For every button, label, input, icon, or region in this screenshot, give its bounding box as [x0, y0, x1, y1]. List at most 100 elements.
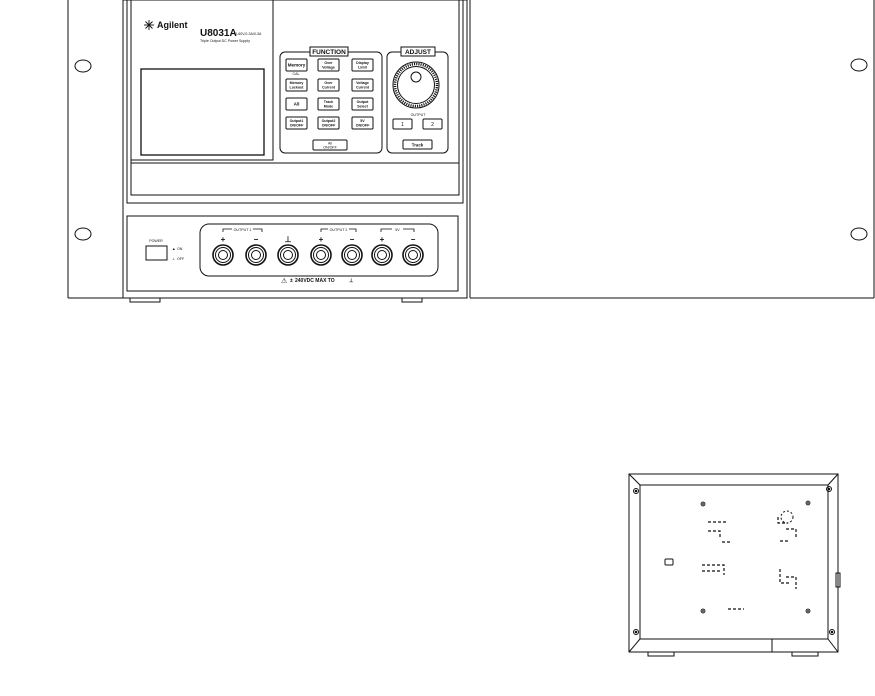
function-button-sublabel: ON/OFF [290, 124, 304, 128]
rear-foot [647, 651, 675, 657]
warning-voltage-prefix: ± [290, 278, 293, 284]
power-on-label: ON [177, 247, 183, 251]
binding-post[interactable]: + [310, 235, 332, 266]
function-button-label: Output2 [322, 119, 336, 123]
corner-screw-icon [633, 486, 835, 635]
output-rating: 0-60V,0-3A/0-3A [235, 32, 262, 36]
output-2-group-label: OUTPUT 2 [330, 228, 348, 232]
function-button-label: 5V [360, 119, 365, 123]
rear-connector-outlines [702, 517, 797, 610]
terminal-panel [126, 215, 459, 292]
function-button-sublabel: Current [356, 86, 370, 90]
function-button-sublabel: Lockout [290, 86, 305, 90]
rack-mount-hole [850, 227, 868, 241]
function-button-sublabel: Current [322, 86, 336, 90]
binding-post[interactable]: ⊥ [277, 235, 299, 266]
five-v-group-label: 5V [395, 228, 400, 232]
output-2-label: 2 [431, 122, 434, 128]
binding-post[interactable]: + [212, 235, 234, 266]
function-button-sublabel: ON/OFF [356, 124, 370, 128]
binding-post-polarity: − [350, 235, 355, 244]
power-off-label: OFF [177, 257, 185, 261]
lcd-display [140, 68, 265, 156]
power-on-marker: ▲ [172, 247, 176, 251]
function-button-label: Over [324, 81, 333, 85]
function-button-label: Display [356, 61, 369, 65]
function-button-label: Over [324, 61, 333, 65]
all-onoff-label: All [328, 142, 332, 146]
binding-post[interactable]: − [341, 235, 363, 266]
binding-post-polarity: − [254, 235, 259, 244]
function-button-label: Track [324, 100, 333, 104]
function-button[interactable]: A/I [285, 97, 308, 111]
output-2-button[interactable]: 2 [422, 118, 443, 130]
rack-mount-hole [74, 227, 92, 241]
rack-ear-left [67, 0, 126, 299]
inner-screw-icon [700, 500, 811, 614]
instrument-bezel [122, 0, 468, 299]
warning-icon: ⚠ [281, 277, 287, 285]
brand-name: Agilent [157, 20, 188, 30]
binding-post-polarity: + [319, 235, 324, 244]
rear-small-port [664, 558, 674, 566]
model-number: U8031A [200, 28, 237, 39]
track-button[interactable]: Track [402, 139, 433, 150]
output-1-button[interactable]: 1 [392, 118, 413, 130]
function-button-label: Memory [288, 63, 306, 68]
rear-panel-plate [639, 484, 829, 640]
rack-mount-hole [74, 59, 92, 73]
power-switch[interactable] [145, 245, 168, 261]
all-onoff-button[interactable]: All ON/OFF [312, 139, 348, 151]
binding-post[interactable]: − [402, 235, 424, 266]
instrument-foot [401, 297, 423, 303]
function-button-sublabel: Mode [324, 105, 333, 109]
adjust-panel-title: ADJUST [405, 49, 431, 56]
agilent-logo-icon [144, 20, 154, 30]
function-button-sublabel: Limit [358, 66, 367, 70]
binding-post-frame [199, 223, 439, 277]
function-button-sublabel: Voltage [322, 66, 335, 70]
rear-panel-drawing [628, 473, 841, 657]
power-off-marker: ⊥ [172, 257, 176, 261]
function-button-label: Output [357, 100, 370, 104]
rear-side-latch [835, 572, 841, 588]
rotary-knob[interactable] [392, 61, 440, 109]
cal-label: CAL [293, 72, 300, 76]
output-1-label: 1 [401, 122, 404, 128]
function-button-label: Output1 [290, 119, 304, 123]
function-button-sublabel: Select [357, 105, 368, 109]
rear-fan-marker [780, 510, 794, 524]
output-1-group-label: OUTPUT 1 [234, 228, 252, 232]
warning-ground-symbol: ⊥ [349, 278, 354, 284]
binding-post[interactable]: − [245, 235, 267, 266]
rack-ear-right [469, 0, 875, 299]
adjust-panel-frame [386, 51, 449, 154]
product-description: Triple Output DC Power Supply [200, 39, 250, 43]
binding-posts: + − ⊥ + − + − [212, 235, 424, 266]
function-button-sublabel: ON/OFF [322, 124, 336, 128]
front-panel-drawing: Agilent U8031A 0-60V,0-3A/0-3A Triple Ou… [67, 0, 875, 303]
warning-text: 240VDC MAX TO [295, 278, 335, 284]
function-button-label: Voltage [356, 81, 369, 85]
output-select-label: OUTPUT [411, 113, 427, 117]
binding-post-polarity: + [380, 235, 385, 244]
instrument-foot [129, 297, 161, 303]
track-label: Track [412, 143, 424, 148]
binding-post[interactable]: + [371, 235, 393, 266]
function-panel-title: FUNCTION [312, 49, 346, 56]
function-button[interactable]: Memory [285, 58, 308, 72]
binding-post-polarity: + [221, 235, 226, 244]
rear-chassis-outline [628, 473, 839, 653]
power-label: POWER [149, 239, 163, 243]
